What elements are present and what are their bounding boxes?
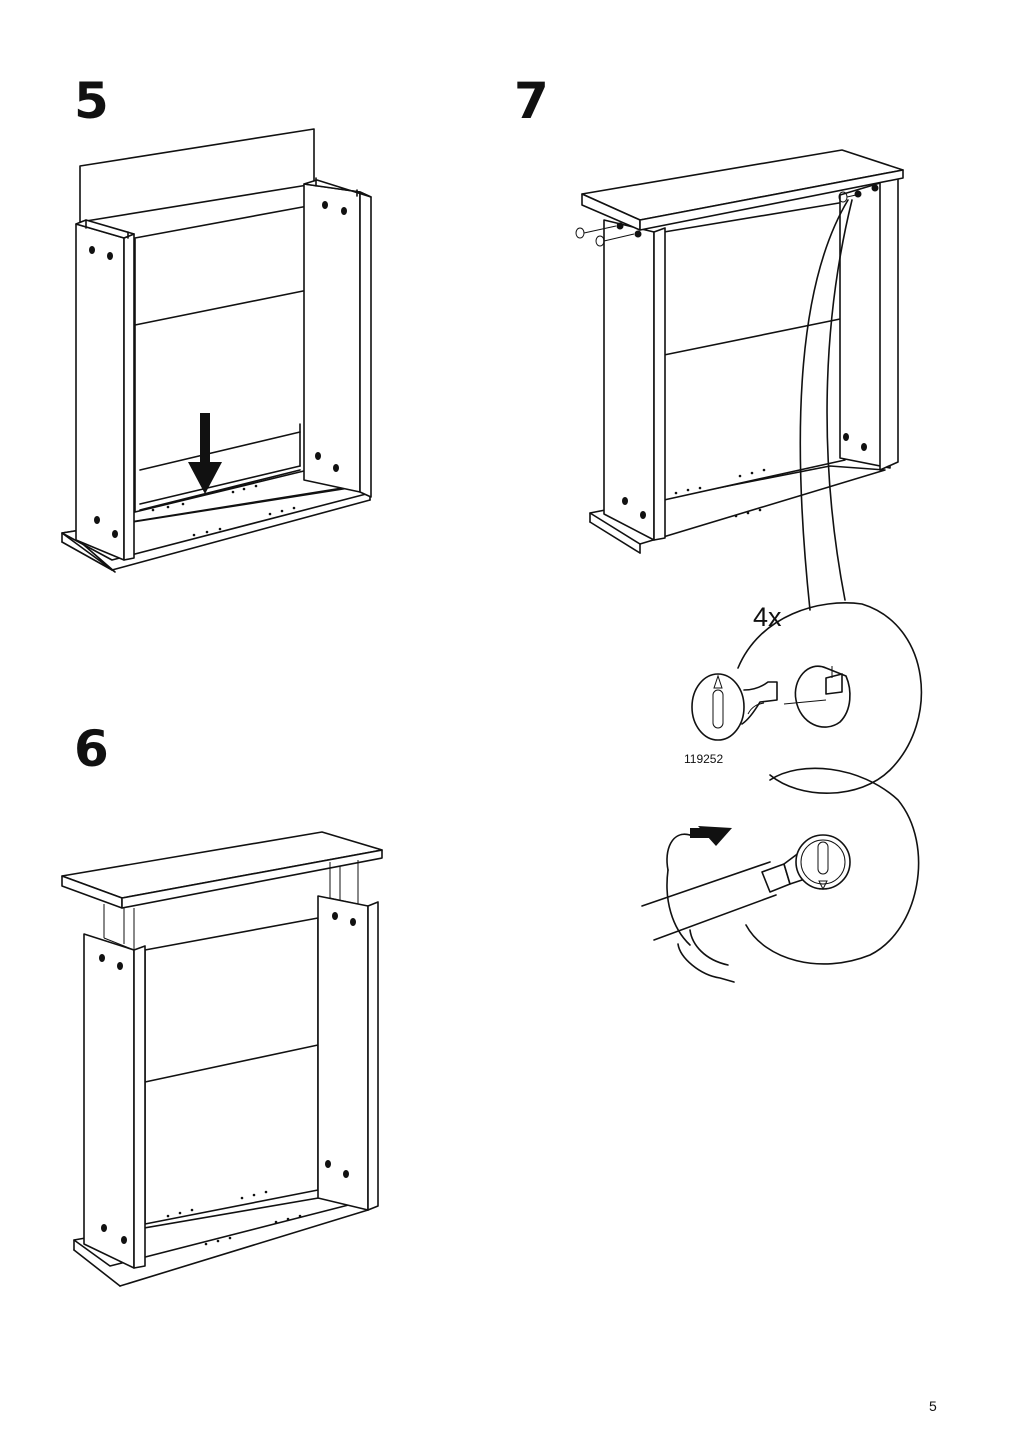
detail-cam-lock xyxy=(691,602,923,794)
cam-lock-icon xyxy=(575,227,585,239)
left-side-panel-6 xyxy=(83,933,135,1269)
back-panel-sheet xyxy=(79,128,315,223)
step-6-illustration xyxy=(61,831,383,1287)
down-arrow-icon xyxy=(188,413,222,494)
quantity-label: 4x xyxy=(753,602,782,632)
cam-lock-icon xyxy=(691,673,745,741)
step-7-number: 7 xyxy=(514,72,549,130)
left-side-panel xyxy=(75,223,125,561)
step-5-illustration xyxy=(61,128,372,573)
page-number: 5 xyxy=(929,1398,937,1414)
step-5-number: 5 xyxy=(74,72,109,130)
left-side-panel-7 xyxy=(603,219,655,541)
step-6-number: 6 xyxy=(74,720,109,778)
part-number-label: 119252 xyxy=(684,752,724,766)
step-7-illustration xyxy=(575,149,904,611)
detail-screwdriver xyxy=(641,767,920,983)
right-side-panel xyxy=(303,183,361,493)
